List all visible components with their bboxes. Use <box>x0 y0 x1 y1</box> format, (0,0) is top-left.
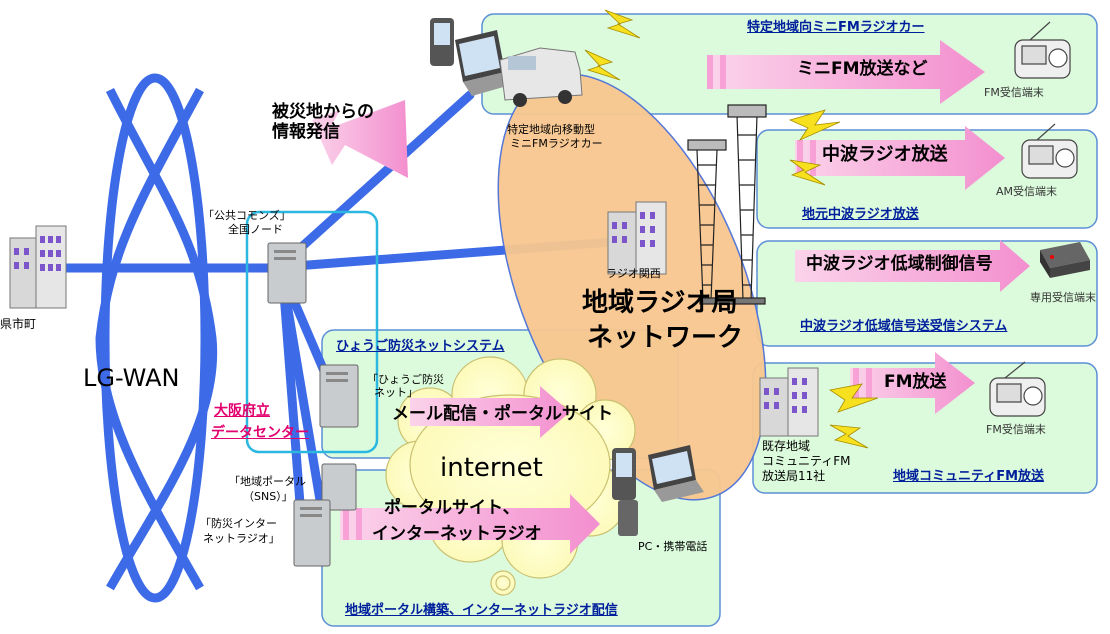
region-network-line2: ネットワーク <box>587 323 744 353</box>
phone-laptop-icon-top <box>430 18 514 96</box>
municipality-label: 県市町 <box>0 317 37 331</box>
bousai-radio-line1: 「防災インター <box>200 517 277 530</box>
mini-fm-arrow-label: ミニFM放送など <box>797 59 928 79</box>
lightning-icons <box>584 9 879 449</box>
community-station-line3: 放送局11社 <box>762 469 826 483</box>
portal-arrow-label-2: インターネットラジオ <box>372 524 542 544</box>
lowband-arrow-label: 中波ラジオ低域制御信号 <box>806 254 993 274</box>
community-fm-panel-title[interactable]: 地域コミュニティFM放送 <box>893 469 1045 484</box>
mini-fm-panel-title[interactable]: 特定地域向ミニFMラジオカー <box>747 20 925 35</box>
dedicated-receiver-icon <box>1040 242 1090 278</box>
regional-portal-line1: 「地域ポータル <box>229 475 306 488</box>
building-community-fm-icon <box>759 367 819 437</box>
disaster-info-line2: 情報発信 <box>272 122 340 142</box>
disaster-info-line1: 被災地からの <box>272 102 374 122</box>
phone-laptop-icon-bottom <box>612 445 704 536</box>
mini-fm-receiver-label: FM受信端末 <box>984 86 1044 99</box>
osaka-dc-line2: データセンター <box>211 425 309 441</box>
lowband-receiver-label: 専用受信端末 <box>1030 291 1096 304</box>
internet-label: internet <box>440 453 543 483</box>
commons-box <box>245 210 379 454</box>
building-radio-kansai-icon <box>607 201 667 275</box>
community-fm-receiver-label: FM受信端末 <box>986 423 1046 436</box>
community-station-line1: 既存地域 <box>762 439 811 453</box>
am-panel-title[interactable]: 地元中波ラジオ放送 <box>802 207 919 222</box>
mini-fm-van-icon <box>499 47 583 107</box>
bousai-radio-line2: ネットラジオ」 <box>203 532 280 545</box>
building-municipality-icon <box>9 225 67 309</box>
am-receiver-label: AM受信端末 <box>996 185 1058 198</box>
regional-portal-line2: （SNS）」 <box>243 490 293 503</box>
radio-towers <box>687 104 767 305</box>
lowband-panel-title[interactable]: 中波ラジオ低域信号送受信システム <box>800 319 1008 334</box>
hyogo-server-line2: ネット」 <box>374 386 418 399</box>
device-label: PC・携帯電話 <box>638 540 708 553</box>
community-station-line2: コミュニティFM <box>762 454 851 468</box>
mini-fm-car-line1: 特定地域向移動型 <box>507 123 595 136</box>
lgwan-label: LG-WAN <box>83 364 180 392</box>
radio-receiver-icons <box>989 21 1078 417</box>
portal-panel-title[interactable]: 地域ポータル構築、インターネットラジオ配信 <box>345 603 618 618</box>
hyogo-arrow-label: メール配信・ポータルサイト <box>392 404 613 424</box>
osaka-dc-line1: 大阪府立 <box>214 403 270 419</box>
hyogo-panel-title[interactable]: ひょうご防災ネットシステム <box>336 339 505 354</box>
mini-fm-car-line2: ミニFMラジオカー <box>510 137 603 150</box>
commons-line2: 全国ノード <box>228 223 283 236</box>
community-fm-arrow-label: FM放送 <box>884 372 947 392</box>
arrow-stripes <box>343 55 872 540</box>
am-arrow-label: 中波ラジオ放送 <box>822 144 948 165</box>
pink-arrows <box>312 40 1030 554</box>
radio-kansai-label: ラジオ関西 <box>606 267 661 280</box>
portal-arrow-label-1: ポータルサイト、 <box>384 498 520 518</box>
commons-line1: 「公共コモンズ」 <box>203 209 291 222</box>
region-network-line1: 地域ラジオ局 <box>582 288 738 318</box>
hyogo-server-line1: 「ひょうご防災 <box>367 373 444 386</box>
lgwan-network <box>95 73 218 603</box>
